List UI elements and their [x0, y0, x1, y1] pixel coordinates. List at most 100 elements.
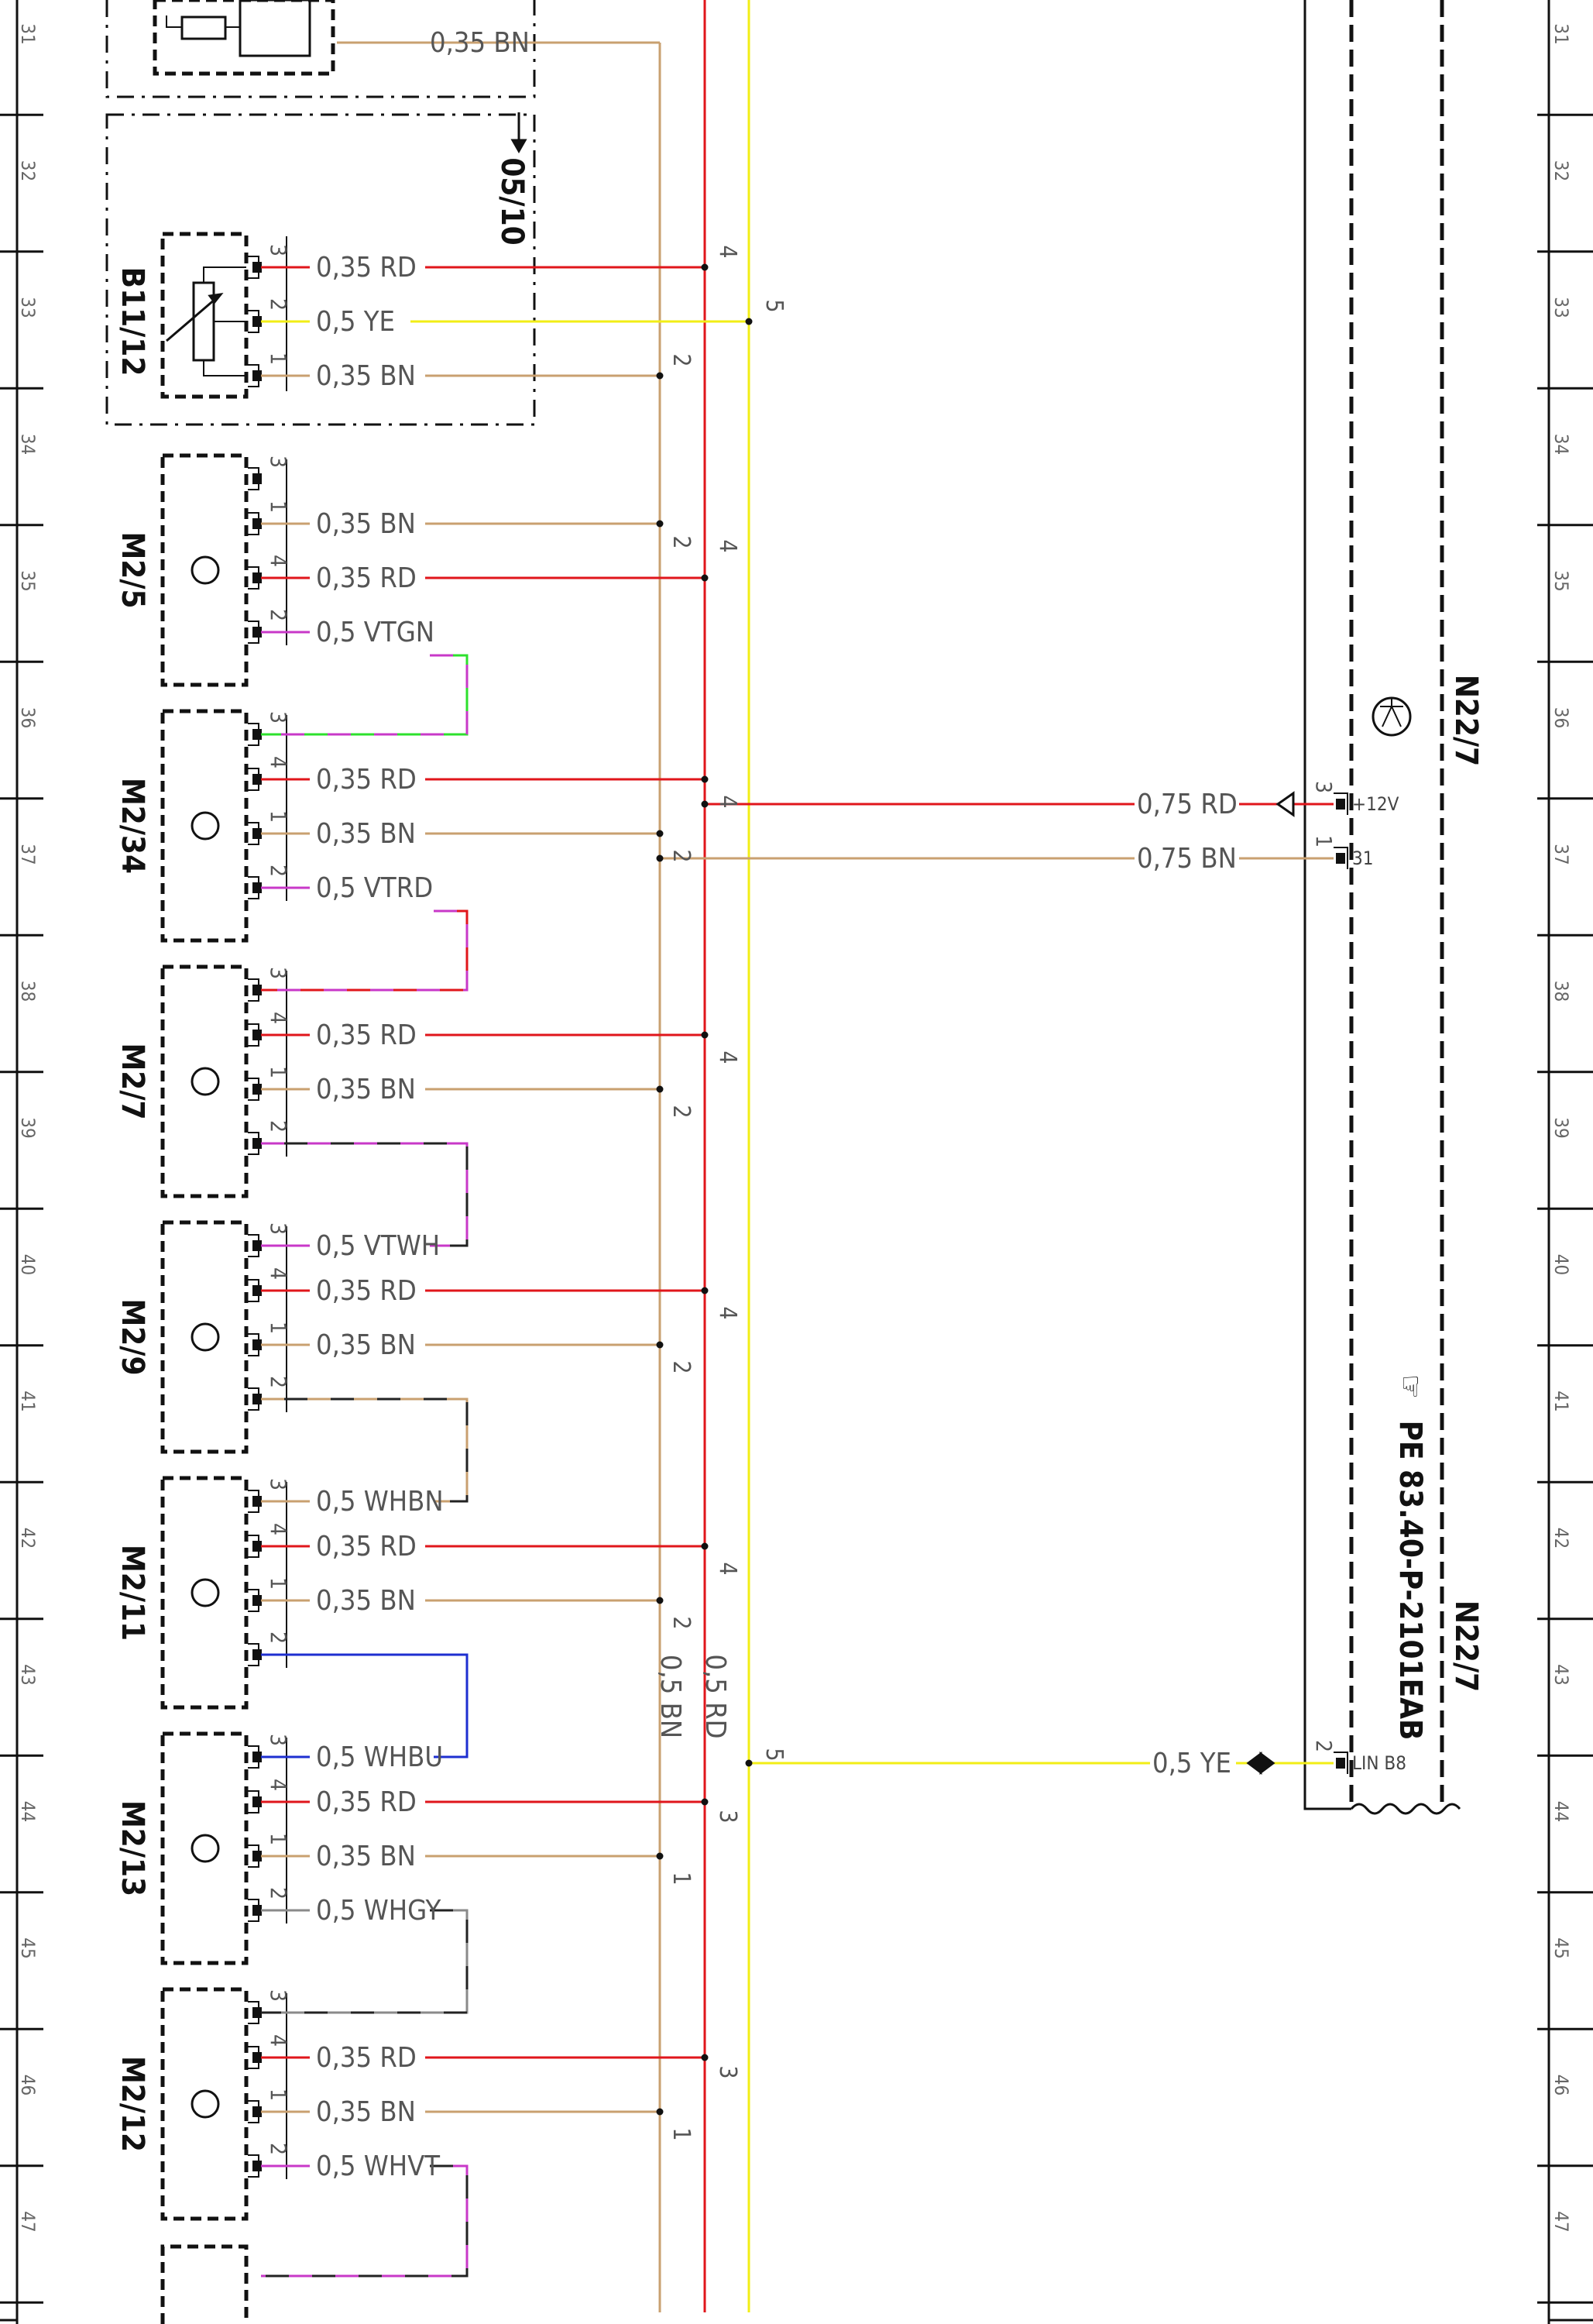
- pin-terminal: [252, 627, 262, 638]
- pe-reference: PE 83.40-P-2101EAB: [1392, 1421, 1428, 1741]
- pin-terminal: [252, 1752, 262, 1762]
- junction-dot: [701, 263, 709, 271]
- wire-label: 0,5 YE: [1152, 1748, 1231, 1779]
- bus-number: 4: [714, 1050, 741, 1064]
- component-label-b11-12: B11/12: [115, 267, 150, 376]
- row-number-right: 41: [1550, 1391, 1572, 1411]
- row-number-right: 45: [1550, 1937, 1572, 1958]
- pin-number: 4: [266, 1779, 291, 1791]
- row-number-left: 41: [17, 1391, 39, 1411]
- bus-number: 5: [760, 299, 788, 312]
- pin-terminal: [252, 1240, 262, 1251]
- pin-number: 1: [266, 352, 291, 365]
- junction-dot: [656, 520, 664, 528]
- motor-icon: [191, 1578, 220, 1607]
- wire-label: 0,5 WHBU: [316, 1741, 443, 1773]
- bus-label-bn: 0,5 BN: [654, 1655, 686, 1738]
- pin-number: 1: [266, 1833, 291, 1845]
- row-number-right: 32: [1550, 160, 1572, 181]
- pin-terminal: [252, 572, 262, 583]
- wire-label: 0,5 VTRD: [316, 872, 433, 904]
- pin-terminal: [252, 774, 262, 785]
- wire-label: 0,35 BN: [316, 818, 416, 850]
- arrow-down-icon: [510, 112, 527, 154]
- wire-label: 0,35 BN: [316, 2096, 416, 2128]
- row-number-left: 34: [17, 434, 39, 455]
- pin-number: 3: [266, 1734, 291, 1746]
- wire-label: 0,35 BN: [316, 1585, 416, 1617]
- pin-number: 4: [266, 1267, 291, 1280]
- pin-number: 3: [266, 244, 291, 256]
- pin-number: 3: [266, 1989, 291, 2002]
- n22-pin-label: 31: [1352, 847, 1373, 869]
- pin-number: 4: [266, 555, 291, 567]
- row-number-left: 47: [17, 2211, 39, 2232]
- junction-dot: [701, 800, 709, 808]
- pin-number: 1: [266, 1577, 291, 1590]
- row-number-left: 42: [17, 1528, 39, 1549]
- pin-terminal: [252, 1905, 262, 1916]
- pin-bracket: [1334, 792, 1348, 815]
- junction-dot: [701, 1542, 709, 1550]
- potentiometer-icon: [166, 266, 246, 376]
- jumper-whbu-stripe: [261, 1653, 469, 1758]
- pin-bracket: [1334, 847, 1348, 869]
- component-boxes: [105, 0, 1461, 2324]
- bus-number: 3: [714, 1810, 741, 1823]
- component-label-n22-7-bottom: N22/7: [1448, 1600, 1484, 1692]
- pin-terminal: [252, 1084, 262, 1095]
- junction-dot: [656, 1597, 664, 1604]
- bus-number: 3: [714, 2065, 741, 2078]
- pin-terminal: [252, 2007, 262, 2018]
- bus-number: 1: [668, 2127, 695, 2140]
- pin-terminal: [252, 2161, 262, 2171]
- pin-number: 2: [266, 1376, 291, 1388]
- component-label-m2-7: M2/7: [115, 1043, 150, 1119]
- junction-dot: [656, 372, 664, 380]
- pin-number: 4: [266, 1012, 291, 1024]
- row-number-right: 31: [1550, 23, 1572, 44]
- component-label-m2-34: M2/34: [115, 778, 150, 874]
- jumper-whgy-stripe: [261, 1909, 469, 2014]
- pin-number: 3: [266, 1222, 291, 1235]
- wire-label: 0,35 BN: [430, 27, 530, 59]
- pin-terminal: [252, 1796, 262, 1807]
- row-number-right: 47: [1550, 2211, 1572, 2232]
- bus-number: 4: [714, 1562, 741, 1575]
- wire-label: 0,35 BN: [316, 1074, 416, 1105]
- pin-number: 4: [266, 1523, 291, 1535]
- row-number-right: 35: [1550, 570, 1572, 591]
- wire-label: 0,35 RD: [316, 1275, 417, 1307]
- row-number-right: 44: [1550, 1801, 1572, 1822]
- pin-number: 2: [266, 1631, 291, 1644]
- pin-terminal: [252, 370, 262, 381]
- junction-dot: [656, 1341, 664, 1349]
- junction-dot: [656, 830, 664, 837]
- reference-arrow-label: 05/10: [494, 157, 530, 245]
- row-number-left: 39: [17, 1117, 39, 1138]
- junction-dot: [701, 1287, 709, 1294]
- component-label-m2-13: M2/13: [115, 1800, 150, 1896]
- wire-label: 0,35 RD: [316, 562, 417, 594]
- junction-dot: [656, 854, 664, 862]
- n22-pin-label: +12V: [1352, 793, 1399, 815]
- pin-terminal: [252, 1394, 262, 1404]
- component-label-n22-7-top: N22/7: [1448, 675, 1484, 766]
- row-number-left: 35: [17, 570, 39, 591]
- component-label-m2-9: M2/9: [115, 1298, 150, 1375]
- component-label-m2-5: M2/5: [115, 531, 150, 608]
- pin-number: 2: [266, 865, 291, 877]
- pin-number: 4: [266, 756, 291, 768]
- bus-number: 4: [714, 1306, 741, 1319]
- triangle-connector-icon: [1275, 791, 1295, 817]
- connector-symbols: [1246, 791, 1295, 1775]
- pin-terminal: [252, 985, 262, 995]
- transistor-icon: [1372, 696, 1412, 737]
- pin-terminal: [252, 518, 262, 529]
- pin-number: 1: [266, 2089, 291, 2101]
- wire-label: 0,5 WHBN: [316, 1486, 444, 1518]
- pin-number: 1: [266, 1066, 291, 1078]
- row-number-right: 43: [1550, 1664, 1572, 1685]
- pin-number: 2: [266, 1120, 291, 1133]
